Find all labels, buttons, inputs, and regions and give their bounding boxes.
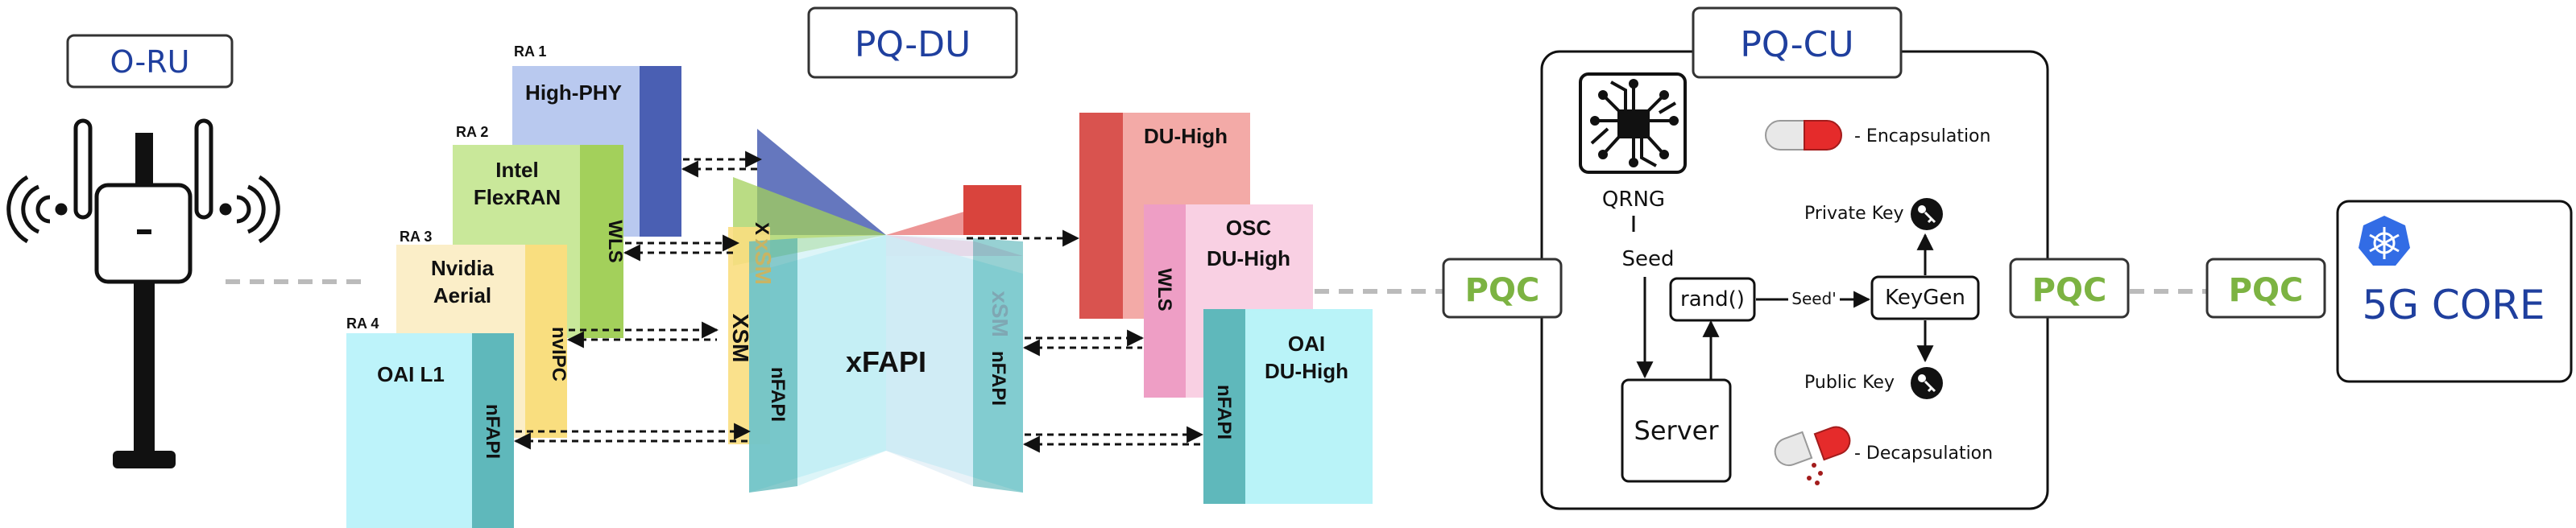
pqc-left-label: PQC bbox=[1465, 272, 1540, 309]
ra4-block: RA 4 OAI L1 nFAPI bbox=[346, 316, 514, 528]
ra1-interface-strip bbox=[640, 66, 681, 237]
pqc-left: PQC bbox=[1442, 258, 1563, 319]
qrng-chip-icon bbox=[1579, 72, 1687, 174]
ra3-tag: RA 3 bbox=[400, 229, 432, 245]
ra1-name: High-PHY bbox=[525, 80, 622, 105]
private-key-icon bbox=[1911, 198, 1943, 230]
decapsulation-pill-icon bbox=[1774, 426, 1851, 485]
keygen-label: KeyGen bbox=[1885, 286, 1965, 310]
cu-flow-arrows bbox=[1636, 233, 1934, 380]
du3-name-line1: OAI bbox=[1288, 332, 1325, 356]
ra2-interface-label: WLS bbox=[604, 220, 626, 262]
ra4-interface-label: nFAPI bbox=[482, 404, 503, 459]
core-right-face bbox=[886, 235, 973, 486]
encapsulation-label: - Encapsulation bbox=[1854, 126, 1990, 146]
ra4-interface-strip bbox=[472, 333, 514, 528]
du1-interface-strip bbox=[1079, 113, 1123, 319]
du2-interface-label: WLS bbox=[1153, 268, 1175, 311]
ra3-name-line1: Nvidia bbox=[431, 256, 495, 280]
ra1-tag: RA 1 bbox=[514, 43, 546, 60]
pqcu-title: PQ-CU bbox=[1740, 24, 1853, 65]
private-key-label: Private Key bbox=[1804, 204, 1904, 224]
pqc-right-label: PQC bbox=[2229, 272, 2304, 309]
core-red-block bbox=[963, 185, 1021, 235]
ra3-name-line2: Aerial bbox=[433, 283, 491, 307]
pqdu-title: PQ-DU bbox=[855, 24, 971, 65]
ra2-name-line2: FlexRAN bbox=[474, 185, 561, 209]
ra2-tag: RA 2 bbox=[456, 124, 488, 140]
core-right-strip bbox=[973, 238, 1023, 493]
kubernetes-icon bbox=[2359, 216, 2410, 266]
core-label: xFAPI bbox=[846, 345, 926, 378]
rand-label: rand() bbox=[1680, 287, 1745, 311]
pqc-middle: PQC bbox=[2009, 258, 2130, 319]
core-left-strip bbox=[749, 238, 797, 493]
du3-interface-strip bbox=[1203, 309, 1245, 504]
seed-prime-label: Seed' bbox=[1791, 289, 1837, 308]
du2-name-line1: OSC bbox=[1226, 216, 1272, 240]
left-strip-label-3: XSM bbox=[728, 314, 753, 363]
qrng-label: QRNG bbox=[1602, 188, 1665, 212]
wireless-signal-left-icon bbox=[6, 175, 68, 244]
left-strip-label-1: X bbox=[751, 222, 772, 235]
encapsulation-pill-icon bbox=[1765, 120, 1842, 151]
public-key-icon bbox=[1911, 367, 1943, 399]
du2-interface-strip bbox=[1144, 204, 1186, 398]
du1-name: DU-High bbox=[1144, 124, 1228, 148]
pqc-middle-label: PQC bbox=[2032, 272, 2107, 309]
du-data-arrows bbox=[513, 151, 1204, 453]
left-strip-label-4: nFAPI bbox=[767, 367, 789, 422]
decapsulation-label: - Decapsulation bbox=[1854, 443, 1993, 464]
right-strip-label-1: xSM bbox=[988, 291, 1013, 337]
core-section: 5G CORE bbox=[2336, 200, 2573, 383]
pqc-right: PQC bbox=[2205, 258, 2326, 319]
core-red-wedge bbox=[886, 211, 967, 235]
wireless-signal-right-icon bbox=[219, 175, 280, 244]
right-strip-label-2: nFAPI bbox=[988, 351, 1009, 406]
radio-unit-icon bbox=[73, 118, 213, 468]
pqdu-title-box bbox=[807, 6, 1018, 79]
ra3-interface-label: nvIPC bbox=[548, 327, 569, 382]
xfapi-core: xFAPI X xSM XSM nFAPI xSM nFAPI bbox=[728, 129, 1023, 493]
core-left-face bbox=[797, 235, 886, 486]
du3-interface-label: nFAPI bbox=[1213, 385, 1235, 439]
oru-title: O-RU bbox=[110, 44, 190, 80]
left-strip-label-2: xSM bbox=[751, 238, 776, 285]
pqcu-title-box bbox=[1692, 6, 1903, 79]
du2-name-line2: DU-High bbox=[1207, 246, 1290, 270]
seed-label: Seed bbox=[1622, 247, 1675, 271]
ra4-name: OAI L1 bbox=[377, 362, 445, 386]
oru-title-box bbox=[66, 34, 234, 89]
server-box bbox=[1621, 378, 1732, 483]
ra3-interface-strip bbox=[525, 245, 567, 438]
ra2-interface-strip bbox=[580, 145, 623, 338]
ra2-name-line1: Intel bbox=[495, 158, 538, 182]
oru-section: O-RU bbox=[6, 34, 371, 468]
keygen-box bbox=[1870, 275, 1980, 320]
pqcu-section: PQ-CU QRNG Seed - Encapsulation Private … bbox=[1540, 6, 2049, 510]
server-label: Server bbox=[1634, 415, 1720, 446]
du3-block: OAI DU-High nFAPI bbox=[1203, 309, 1373, 504]
core-label: 5G CORE bbox=[2362, 282, 2545, 328]
ra4-tag: RA 4 bbox=[346, 316, 379, 332]
pqdu-section: PQ-DU RA 1 High-PHY RA 2 Intel FlexRAN W… bbox=[346, 6, 1450, 528]
du3-name-line2: DU-High bbox=[1265, 359, 1348, 383]
public-key-label: Public Key bbox=[1804, 373, 1895, 393]
